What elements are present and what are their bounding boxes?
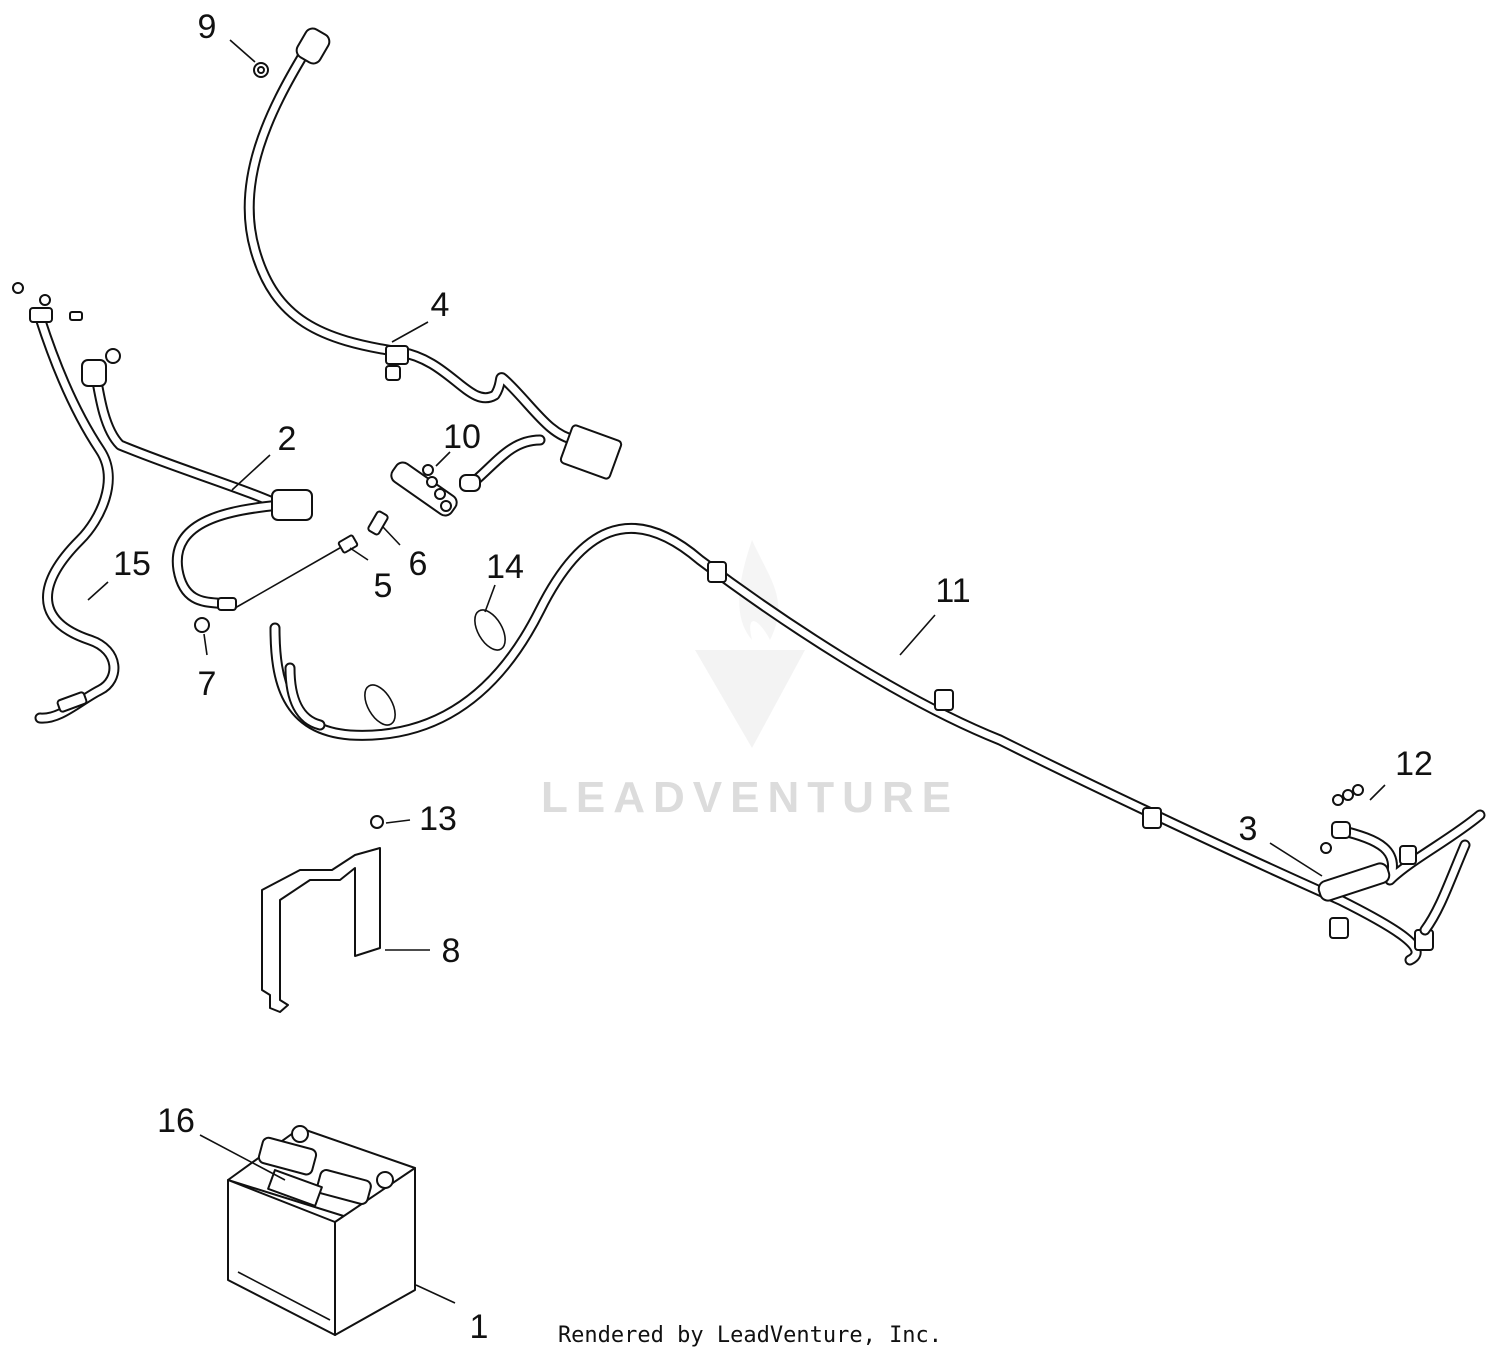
callout-14: 14 bbox=[486, 548, 524, 586]
callout-11: 11 bbox=[935, 572, 970, 610]
terminal-block-10 bbox=[390, 461, 458, 517]
part-5-6-7 bbox=[194, 510, 389, 633]
callout-3: 3 bbox=[1239, 810, 1258, 848]
callout-13: 13 bbox=[419, 800, 457, 838]
cable-4 bbox=[243, 27, 623, 492]
footer-credit: Rendered by LeadVenture, Inc. bbox=[558, 1323, 942, 1348]
callout-5: 5 bbox=[374, 567, 393, 605]
callout-16: 16 bbox=[157, 1102, 195, 1140]
callout-labels: 1 2 3 4 5 6 7 8 9 10 11 12 13 14 15 16 bbox=[113, 8, 1433, 1346]
callout-6: 6 bbox=[409, 545, 428, 583]
cable-15 bbox=[12, 282, 120, 724]
callout-7: 7 bbox=[198, 665, 217, 703]
cable-11 bbox=[269, 522, 1434, 966]
nut-9 bbox=[253, 62, 269, 78]
cable-2 bbox=[81, 348, 313, 611]
bracket-8 bbox=[261, 815, 384, 1013]
callout-10: 10 bbox=[443, 418, 481, 456]
callout-2: 2 bbox=[278, 420, 297, 458]
watermark-text: LEADVENTURE bbox=[541, 773, 959, 822]
part-3-12 bbox=[1317, 784, 1486, 936]
callout-9: 9 bbox=[198, 8, 217, 46]
callout-4: 4 bbox=[431, 286, 450, 324]
watermark: LEADVENTURE bbox=[541, 540, 959, 822]
battery-1 bbox=[227, 1125, 416, 1336]
callout-8: 8 bbox=[442, 932, 461, 970]
callout-1: 1 bbox=[470, 1308, 489, 1346]
callout-15: 15 bbox=[113, 545, 151, 583]
leader-lines bbox=[87, 39, 1386, 1304]
callout-12: 12 bbox=[1395, 745, 1433, 783]
